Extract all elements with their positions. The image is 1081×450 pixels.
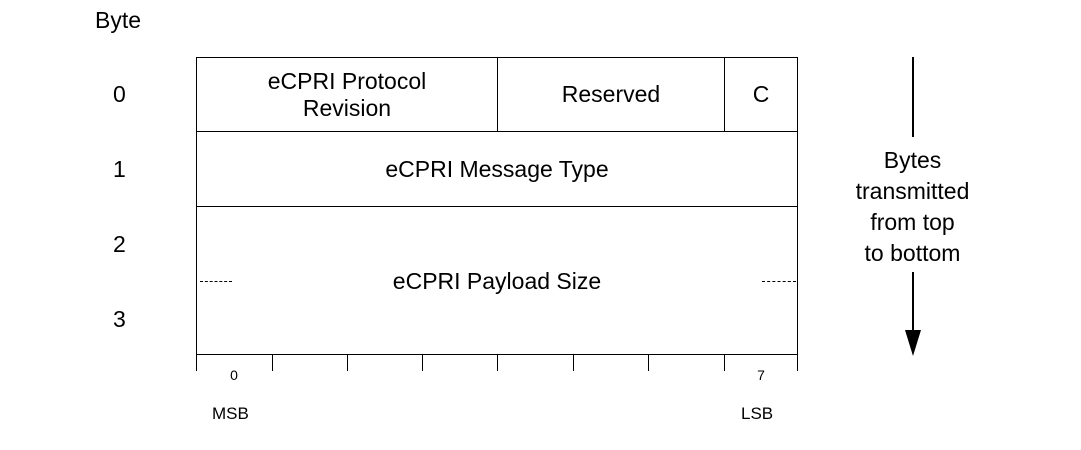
field-protocol-revision-line1: eCPRI Protocol xyxy=(267,67,427,94)
bit-tick-5 xyxy=(573,355,574,371)
field-reserved: Reserved xyxy=(561,81,661,107)
direction-arrow-upper-line xyxy=(912,57,914,137)
field-divider-reserved-c xyxy=(724,57,725,131)
byte-boundary-dash-left xyxy=(200,281,232,282)
field-protocol-revision: eCPRI Protocol Revision xyxy=(197,58,497,131)
bit-tick-3 xyxy=(422,355,423,371)
lsb-label: LSB xyxy=(741,404,774,423)
byte-column-header: Byte xyxy=(95,7,142,33)
bit-tick-6 xyxy=(648,355,649,371)
bit-tick-0 xyxy=(196,355,197,371)
row-divider-0-1 xyxy=(196,131,798,132)
row-number-3: 3 xyxy=(113,306,126,332)
bit-label-last: 7 xyxy=(757,367,765,383)
transmission-note-line-3: from top xyxy=(870,209,955,235)
row-number-1: 1 xyxy=(113,156,126,182)
bit-tick-7 xyxy=(724,355,725,371)
field-payload-size: eCPRI Payload Size xyxy=(392,267,602,294)
field-message-type: eCPRI Message Type xyxy=(385,155,609,182)
field-c-bit: C xyxy=(752,81,770,107)
bit-tick-8 xyxy=(797,355,798,371)
bit-tick-1 xyxy=(272,355,273,371)
transmission-note-line-1: Bytes xyxy=(883,147,942,173)
direction-arrow-lower-line xyxy=(912,272,914,332)
field-protocol-revision-line2: Revision xyxy=(302,94,392,121)
bit-tick-4 xyxy=(497,355,498,371)
row-number-2: 2 xyxy=(113,231,126,257)
bit-tick-2 xyxy=(347,355,348,371)
msb-label: MSB xyxy=(212,404,249,423)
row-divider-1-2 xyxy=(196,206,798,207)
down-arrow-icon xyxy=(905,330,921,356)
transmission-note-line-4: to bottom xyxy=(864,240,961,266)
field-divider-revision-reserved xyxy=(497,57,498,131)
transmission-order-note: Bytes transmitted from top to bottom xyxy=(840,145,985,269)
row-number-0: 0 xyxy=(113,81,126,107)
transmission-note-line-2: transmitted xyxy=(855,178,970,204)
bit-label-first: 0 xyxy=(230,367,238,383)
byte-boundary-dash-right xyxy=(762,281,796,282)
